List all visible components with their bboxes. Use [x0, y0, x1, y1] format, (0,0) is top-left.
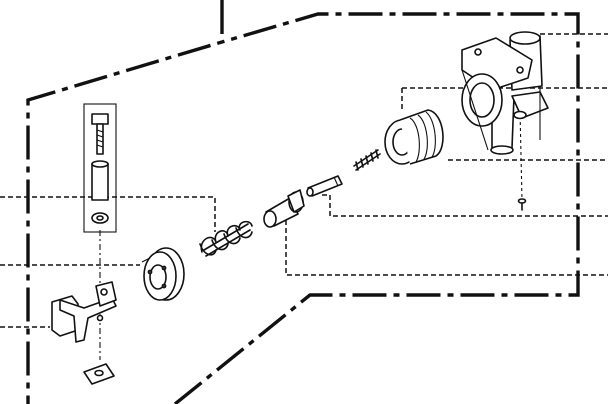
bushing	[263, 189, 305, 228]
valve-housing	[461, 31, 549, 155]
bellows-boot	[384, 109, 444, 165]
screw	[517, 198, 527, 211]
bracket	[51, 281, 117, 343]
bearing-disc	[141, 247, 185, 301]
coil-spring	[199, 220, 253, 257]
leader-lines	[0, 33, 608, 360]
spacer-sleeve	[91, 160, 109, 201]
bolt	[91, 113, 109, 155]
pin	[306, 175, 343, 197]
fastener-inset	[83, 103, 117, 233]
nut-plate	[83, 363, 115, 385]
washer	[91, 212, 109, 224]
region-border	[26, 0, 580, 404]
small-spring	[353, 149, 381, 171]
